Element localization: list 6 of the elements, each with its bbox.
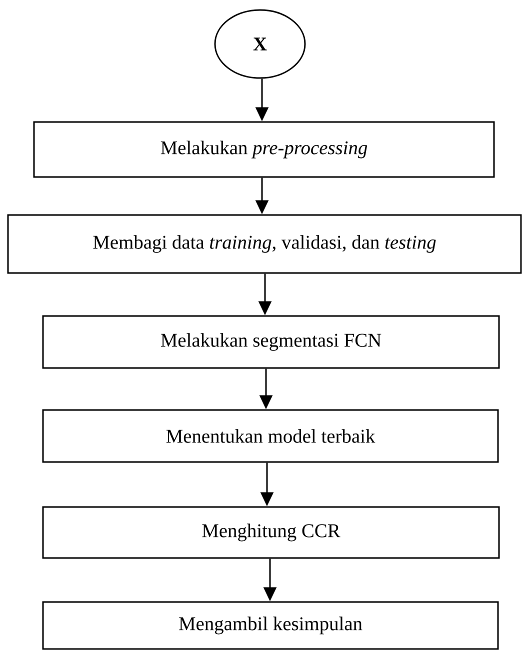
process-box: Mengambil kesimpulan [42,601,499,650]
process-box: Menentukan model terbaik [42,409,499,463]
process-box: Melakukan pre-processing [33,121,495,178]
process-box: Menghitung CCR [42,506,500,559]
process-box: Membagi data training, validasi, dan testing [7,214,522,274]
process-box: Melakukan segmentasi FCN [42,315,500,369]
